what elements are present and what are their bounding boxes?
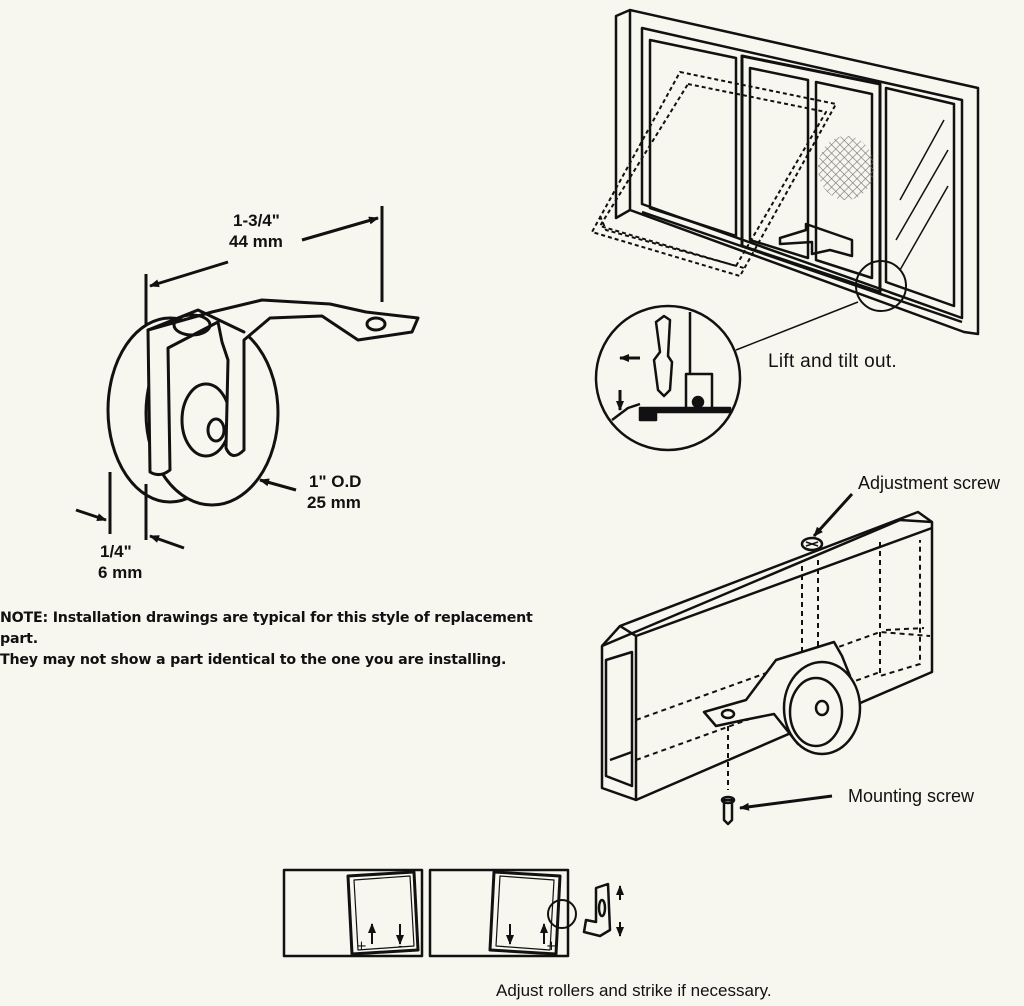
roller-axle [206,417,226,443]
roller-assembly-drawing [600,492,934,826]
assembly-wheel [782,660,862,756]
door-outer-frame [628,8,980,336]
installation-note: NOTE: Installation drawings are typical … [0,608,560,671]
strike-plate [582,882,612,938]
length-arrow-right [301,216,379,242]
diameter-arrow [259,478,297,492]
sliding-door-drawing [591,8,980,351]
door-right-panel [884,86,956,308]
adjust-right-plus: + [546,939,557,954]
track-channel-lip [635,526,933,638]
adjustment-screw-cross [805,541,819,547]
mounting-screw-caption: Mounting screw [848,786,975,806]
adjust-rollers-drawing [282,868,624,958]
track-channel-end [604,650,634,788]
door-handle [778,222,854,258]
mounting-screw-head [720,795,736,805]
door-left-panel [648,38,738,238]
tilted-panel-ghost-inner [599,83,827,267]
hidden-line-pocket-base [885,627,925,631]
hidden-line-screw-bore [801,560,819,660]
adjustment-screw-caption: Adjustment screw [858,473,1001,493]
adjust-left-plus: + [356,939,367,954]
roller-bracket-top [146,308,246,334]
lift-tilt-caption: Lift and tilt out. [768,351,897,372]
door-sliding-panel [740,54,882,294]
adjust-left-panel [346,870,420,956]
lift-detail-door-edge [652,314,674,398]
mounting-screw [722,798,734,826]
assembly-axle [814,699,830,717]
width-metric-label: 6 mm [98,563,142,582]
door-frame-depth [614,8,631,220]
roller-rivet [172,313,212,337]
lift-detail-circle [594,304,742,452]
track-channel-top [601,510,933,647]
glass-reflection-3 [899,185,949,271]
door-sliding-glass-right [814,80,874,280]
lift-detail-track [638,406,732,422]
strike-plate-slot [597,898,607,918]
width-imperial-label: 1/4" [100,542,132,561]
adjustment-screw-head [800,536,824,552]
glass-reflection-2 [895,149,949,241]
adjust-right-panel-inner [495,875,555,951]
tilted-panel-ghost-base [599,215,745,269]
track-channel-outline [600,518,934,802]
hidden-line-pocket [879,540,921,677]
detail-callout-leader [735,301,859,351]
track-channel-end-slot [609,750,633,762]
width-arrow-left [75,508,107,522]
adjust-rollers-caption: Adjust rollers and strike if necessary. [496,981,772,1000]
roller-dimensions [75,206,384,550]
diameter-metric-label: 25 mm [307,493,361,512]
lift-detail-roller [691,395,705,409]
door-inner-frame [640,26,964,320]
diameter-imperial-label: 1" O.D [309,472,361,491]
length-imperial-label: 1-3/4" [233,211,280,230]
mounting-screw-arrow [739,794,833,811]
door-sliding-glass-left [748,66,810,260]
roller-mount-hole [365,316,387,332]
hidden-line-floor [635,631,931,721]
door-track [641,210,963,324]
assembly-wheel-inner [788,676,844,748]
lift-detail [594,304,742,452]
adjust-left-minus: - [398,939,403,954]
length-metric-label: 44 mm [229,232,283,251]
detail-callout-circle [855,260,907,312]
glass-reflection-1 [899,119,945,201]
adjust-left-frame [282,868,424,958]
adjustment-screw-arrow [812,492,854,538]
screen-mesh [818,136,874,200]
adjust-right-frame [428,868,570,958]
roller-drawing [106,298,420,507]
adjust-left-panel-inner [353,875,415,951]
adjust-right-panel [488,870,562,956]
lift-detail-tool [611,402,641,421]
strike-detail-circle [547,899,577,929]
note-line-2: They may not show a part identical to th… [0,652,507,668]
tilted-panel-ghost [591,71,837,277]
adjust-right-minus: - [500,939,505,954]
roller-bracket [146,298,420,477]
width-arrow-right [149,534,185,550]
note-line-1: NOTE: Installation drawings are typical … [0,610,533,647]
assembly-mount-hole [720,708,736,720]
length-arrow-left [149,260,229,288]
